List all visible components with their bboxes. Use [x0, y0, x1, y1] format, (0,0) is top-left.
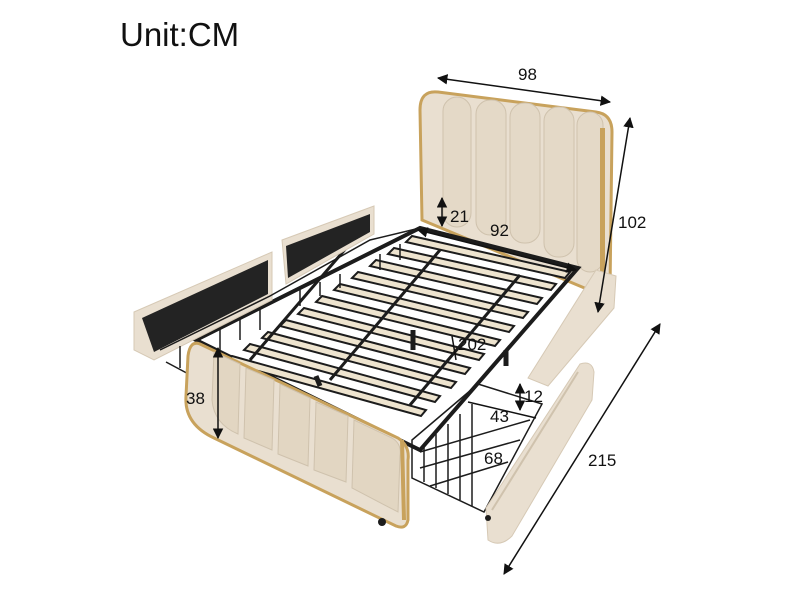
unit-label: Unit:CM: [120, 16, 240, 53]
total-length-label: 215: [588, 451, 616, 470]
headboard-width-line: [436, 74, 612, 106]
headboard-width-label: 98: [518, 65, 537, 84]
right-drawer: [411, 362, 595, 544]
drawer-width-label: 43: [490, 407, 509, 426]
inner-width-line: [416, 227, 578, 273]
left-drawer-back: [133, 205, 421, 379]
inner-length-label: 202: [458, 335, 486, 354]
drawer-depth-label: 12: [524, 387, 543, 406]
headboard-gold-trim: [600, 128, 605, 288]
total-length-line: [503, 323, 661, 575]
headboard-height-label: 102: [618, 213, 646, 232]
drawer-length-label: 68: [484, 449, 503, 468]
inner-width-label: 92: [490, 221, 509, 240]
headboard-height-line: [594, 116, 634, 314]
footboard: [184, 341, 410, 529]
headboard-gap-label: 21: [450, 207, 469, 226]
inner-length-line: [451, 335, 457, 361]
dimension-lines: [212, 74, 661, 575]
footboard-height-label: 38: [186, 389, 205, 408]
